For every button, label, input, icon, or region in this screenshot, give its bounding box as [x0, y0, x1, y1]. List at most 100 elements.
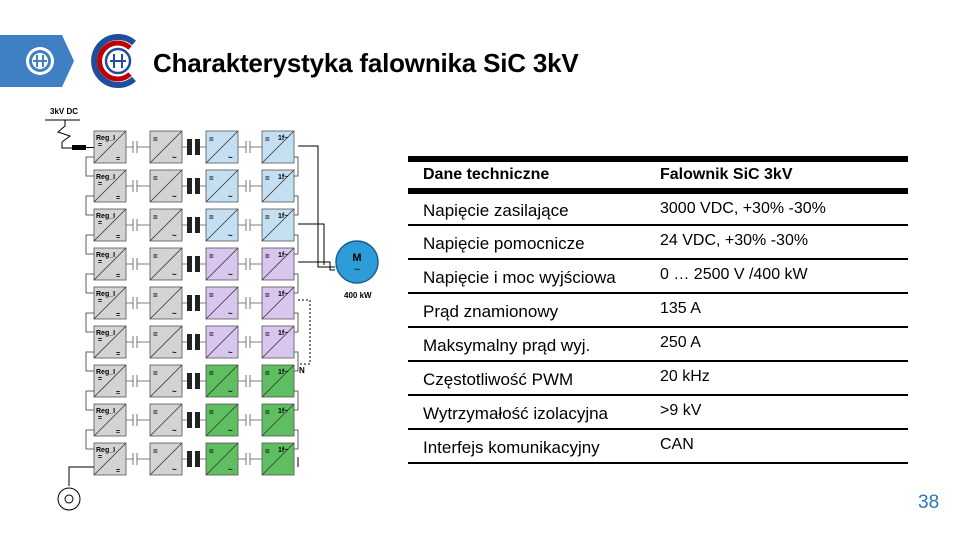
regulator-label: Reg_I — [96, 252, 115, 259]
regulator-symbol: = — [98, 337, 102, 344]
regulator-symbol: = — [98, 142, 102, 149]
converter-row: Reg_I===~=~=1f~ — [85, 325, 299, 372]
transformer-icon — [195, 373, 200, 389]
inverter-label: 1f~ — [278, 213, 288, 220]
output-inverter-module: = 1f~ — [261, 208, 295, 242]
row-value: CAN — [645, 429, 908, 464]
motor-label: M — [352, 252, 361, 264]
ac-symbol: ~ — [172, 153, 177, 162]
row-parameter: Interfejs komunikacyjny — [408, 429, 645, 464]
regulator-label: Reg_I — [96, 174, 115, 181]
regulator-symbol: = — [116, 234, 120, 241]
inverter-label: 1f~ — [278, 135, 288, 142]
dc-symbol: = — [209, 291, 214, 300]
regulator-symbol: = — [98, 454, 102, 461]
row-parameter: Napięcie i moc wyjściowa — [408, 259, 645, 294]
ac-dc-module: =~ — [205, 247, 239, 281]
dc-ac-module: =~ — [149, 247, 183, 281]
transformer-icon — [187, 256, 192, 272]
capacitor-icon — [238, 375, 262, 387]
inverter-label: 1f~ — [278, 174, 288, 181]
dc-symbol: = — [153, 291, 158, 300]
converter-row: Reg_I===~=~=1f~ — [85, 403, 299, 450]
inverter-label: 1f~ — [278, 447, 288, 454]
small-logo-icon — [26, 47, 54, 75]
transformer-icon — [187, 334, 192, 350]
transformer-icon — [195, 451, 200, 467]
capacitor-icon — [126, 414, 150, 426]
regulator-symbol: = — [116, 468, 120, 475]
ac-dc-module: =~ — [205, 364, 239, 398]
dc-symbol: = — [153, 174, 158, 183]
converter-row: Reg_I===~=~=1f~ — [85, 169, 299, 216]
ac-symbol: ~ — [172, 231, 177, 240]
dc-symbol: = — [265, 330, 270, 339]
dc-symbol: = — [265, 252, 270, 261]
dc-symbol: = — [209, 369, 214, 378]
output-inverter-module: = 1f~ — [261, 325, 295, 359]
transformer-icon — [195, 178, 200, 194]
dc-symbol: = — [265, 291, 270, 300]
capacitor-icon — [126, 453, 150, 465]
regulator-module: Reg_I== — [93, 286, 127, 320]
output-inverter-module: =1f~ — [261, 403, 295, 437]
ac-symbol: ~ — [172, 426, 177, 435]
row-parameter: Wytrzymałość izolacyjna — [408, 395, 645, 430]
ac-symbol: ~ — [228, 426, 233, 435]
dc-symbol: = — [209, 447, 214, 456]
regulator-symbol: = — [116, 390, 120, 397]
regulator-module: Reg_I== — [93, 169, 127, 203]
motor-icon: M ~ — [335, 240, 379, 284]
row-value: >9 kV — [645, 395, 908, 430]
regulator-symbol: = — [98, 259, 102, 266]
ac-symbol: ~ — [228, 465, 233, 474]
converter-row: Reg_I===~=~=1f~ — [93, 442, 295, 476]
output-inverter-module: =1f~ — [261, 247, 295, 281]
ac-dc-module: =~ — [205, 208, 239, 242]
regulator-label: Reg_I — [96, 447, 115, 454]
inverter-label: 1f~ — [278, 330, 288, 337]
regulator-symbol: = — [116, 156, 120, 163]
transformer-icon — [195, 139, 200, 155]
regulator-module: Reg_I== — [93, 325, 127, 359]
row-parameter: Napięcie zasilające — [408, 191, 645, 226]
motor-power-label: 400 kW — [344, 291, 372, 300]
regulator-module: Reg_I== — [93, 442, 127, 476]
regulator-symbol: = — [98, 181, 102, 188]
regulator-module: Reg_I== — [93, 403, 127, 437]
dc-ac-module: =~ — [149, 364, 183, 398]
dc-ac-module: =~ — [149, 169, 183, 203]
inverter-block-diagram: 3kV DC Reg_I===~=~=1f~Reg_I===~=~=1f~Reg… — [45, 107, 379, 511]
ac-dc-module: =~ — [205, 325, 239, 359]
ac-symbol: ~ — [228, 309, 233, 318]
table-row: Wytrzymałość izolacyjna>9 kV — [408, 395, 908, 430]
row-parameter: Maksymalny prąd wyj. — [408, 327, 645, 362]
row-value: 135 A — [645, 293, 908, 328]
converter-row: Reg_I===~=~=1f~ — [85, 130, 299, 177]
regulator-symbol: = — [116, 273, 120, 280]
regulator-module: Reg_I== — [93, 247, 127, 281]
capacitor-icon — [126, 336, 150, 348]
ac-symbol: ~ — [172, 309, 177, 318]
dc-ac-module: =~ — [149, 442, 183, 476]
ac-symbol: ~ — [228, 153, 233, 162]
regulator-label: Reg_I — [96, 408, 115, 415]
dc-symbol: = — [153, 369, 158, 378]
regulator-symbol: = — [98, 376, 102, 383]
transformer-icon — [187, 412, 192, 428]
converter-row: Reg_I===~=~=1f~ — [85, 208, 299, 255]
ac-dc-module: =~ — [205, 403, 239, 437]
capacitor-icon — [238, 258, 262, 270]
dc-input-label: 3kV DC — [50, 107, 78, 116]
ac-symbol: ~ — [228, 348, 233, 357]
dc-symbol: = — [265, 213, 270, 222]
dc-symbol: = — [153, 408, 158, 417]
capacitor-icon — [238, 453, 262, 465]
dc-symbol: = — [265, 174, 270, 183]
table-header-row: Dane techniczne Falownik SiC 3kV — [408, 159, 908, 191]
page-number: 38 — [918, 492, 940, 513]
